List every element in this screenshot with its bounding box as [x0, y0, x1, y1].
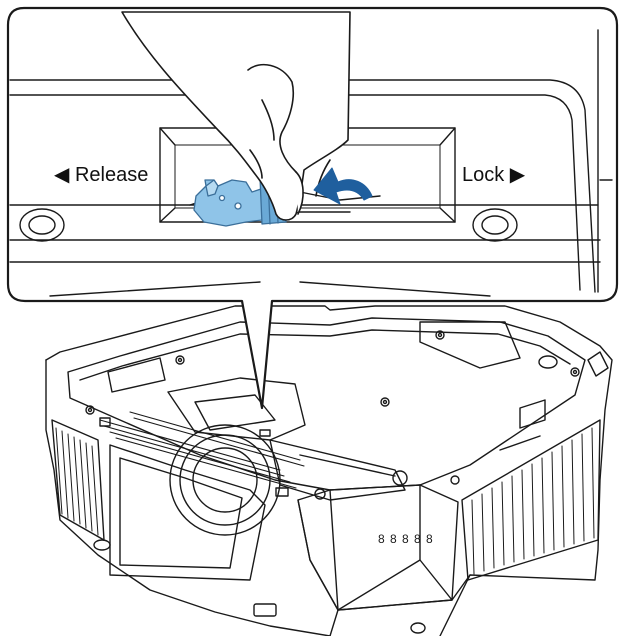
hand: [121, 11, 351, 221]
lock-label: Lock ▶: [462, 164, 526, 186]
projector-body: [45, 305, 613, 636]
callout-box: [6, 6, 619, 410]
port-marks: 8 8 8 8 8: [378, 532, 434, 546]
release-label: ◀ Release: [54, 164, 148, 186]
rotate-arrow: [313, 167, 373, 205]
